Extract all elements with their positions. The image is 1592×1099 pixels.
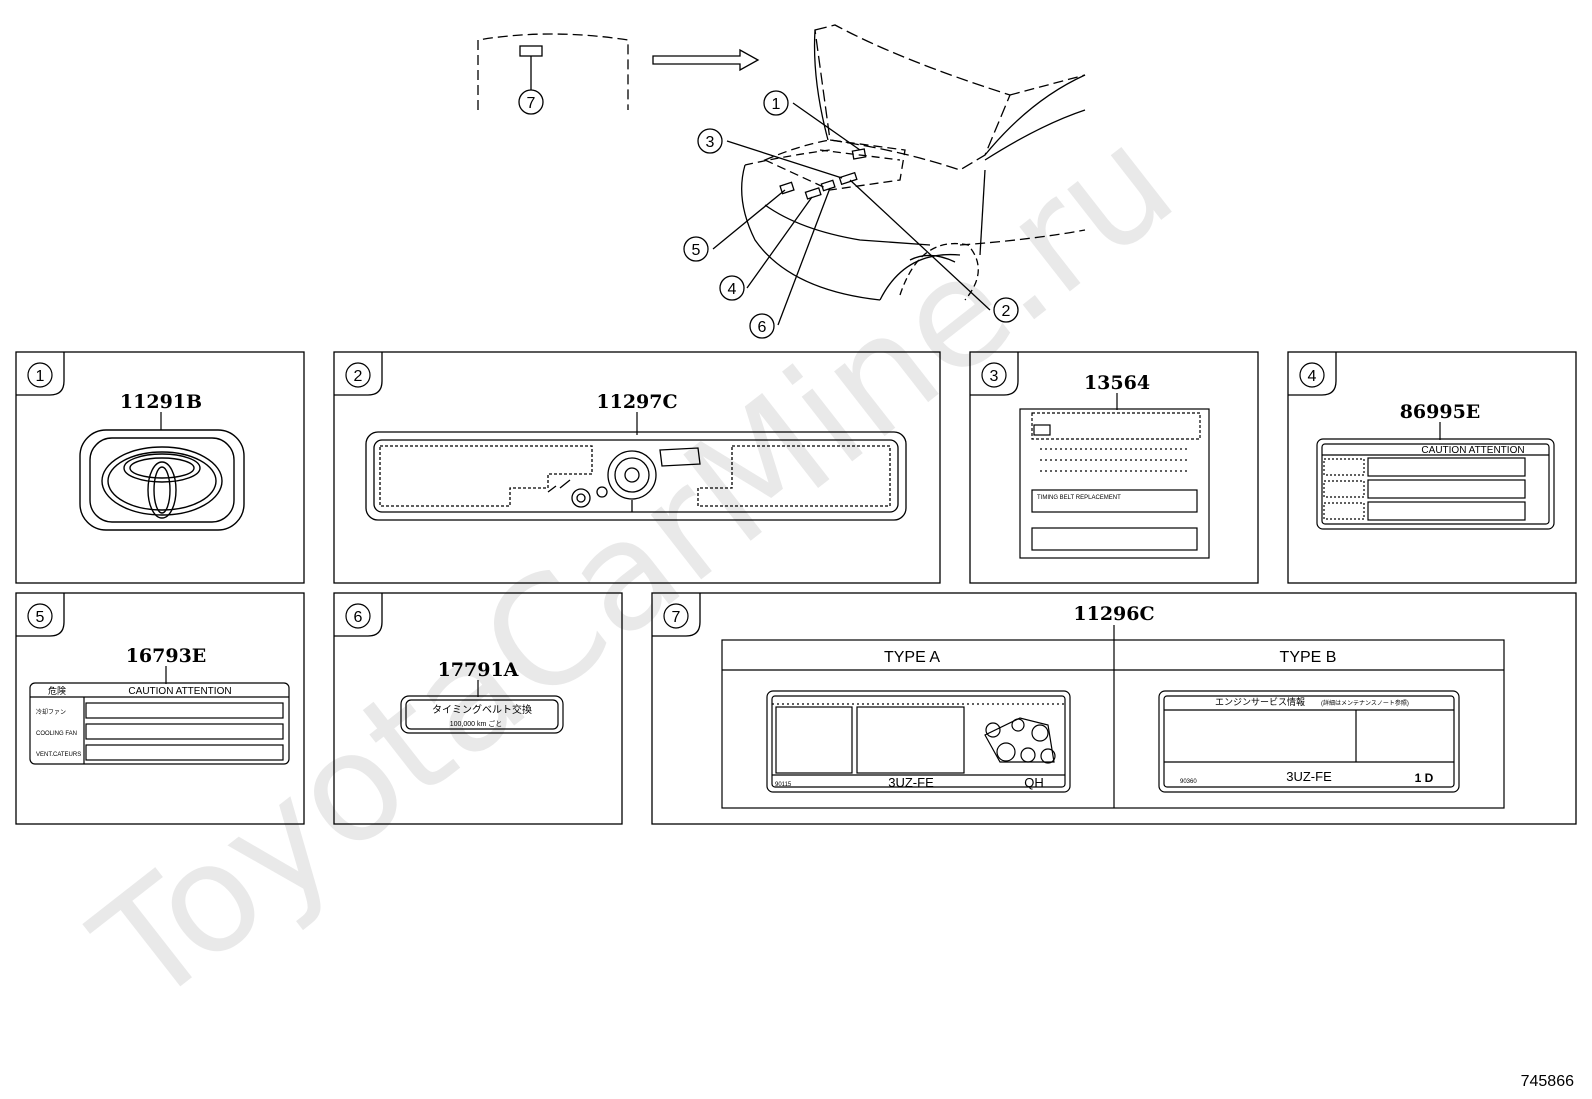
type-a-label — [766, 690, 1071, 793]
type-a-title: TYPE A — [884, 649, 940, 666]
panel-6: 6 17791A タイミングベルト交換 100,000 km ごと — [333, 592, 623, 825]
panel-2: 2 11297C — [333, 351, 941, 584]
panel-index: 3 — [990, 368, 999, 385]
callout-2: 2 — [993, 297, 1019, 323]
label-row: VENT.CATEURS — [36, 752, 81, 758]
label-line-2: 100,000 km ごと — [450, 719, 503, 728]
type-a-code: QH — [1024, 775, 1044, 790]
watermark: ToyotaCarMine.ru — [64, 94, 1205, 1038]
label-row: COOLING FAN — [36, 731, 77, 737]
part-number: 16793E — [126, 645, 207, 667]
caution-label — [1316, 438, 1555, 530]
label-title: 危険 — [48, 685, 66, 696]
panel-3: 3 13564 TIMING BELT REPLACEMENT — [969, 351, 1259, 584]
panel-index: 5 — [36, 609, 45, 626]
type-b-header-note: (詳細はメンテナンスノート参照) — [1321, 699, 1409, 707]
maintenance-label — [1019, 408, 1210, 559]
panel-index: 1 — [36, 368, 45, 385]
callout-5: 5 — [683, 236, 709, 262]
label-text: CAUTION ATTENTION — [1421, 445, 1524, 456]
type-b-label — [1158, 690, 1460, 793]
label-text: 5 — [692, 242, 701, 259]
type-b-engine: 3UZ-FE — [1286, 769, 1332, 784]
fan-caution-label — [29, 682, 290, 765]
panel-index: 7 — [672, 609, 681, 626]
type-b-code: 1 D — [1415, 771, 1434, 785]
type-b-title: TYPE B — [1280, 649, 1337, 666]
panel-5: 5 16793E 危険 CAUTION ATTENTION 冷却ファン COOL… — [15, 592, 305, 825]
part-number: 86995E — [1400, 401, 1481, 423]
label-line-1: タイミングベルト交換 — [432, 703, 532, 716]
callout-4: 4 — [719, 275, 745, 301]
part-number: 13564 — [1084, 372, 1150, 394]
type-b-header: エンジンサービス情報 — [1215, 696, 1305, 707]
panel-4: 4 86995E CAUTION ATTENTION — [1287, 351, 1577, 584]
callout-6: 6 — [749, 313, 775, 339]
timing-belt-label — [365, 431, 907, 521]
type-a-engine: 3UZ-FE — [888, 775, 934, 790]
panel-index: 4 — [1308, 368, 1317, 385]
vehicle-overview — [477, 24, 1086, 326]
panel-index: 6 — [354, 609, 363, 626]
label-text: 2 — [1002, 303, 1011, 320]
part-number: 17791A — [438, 659, 519, 681]
part-number: 11297C — [596, 391, 677, 413]
label-text: TIMING BELT REPLACEMENT — [1037, 495, 1121, 501]
toyota-emblem — [79, 429, 245, 531]
reference-number: 745866 — [1520, 1073, 1574, 1090]
label-text: 4 — [728, 281, 737, 298]
label-text: 7 — [527, 95, 536, 112]
part-number: 11291B — [120, 391, 202, 413]
panel-7: 7 11296C TYPE A TYPE B 90115 3UZ-FE — [651, 592, 1577, 825]
timing-belt-replacement-label — [400, 695, 564, 734]
overview-callouts: 7 1 3 5 4 6 2 — [518, 89, 1019, 339]
label-text: 6 — [758, 319, 767, 336]
type-a-left-code: 90115 — [775, 782, 792, 788]
callout-3: 3 — [697, 128, 723, 154]
type-table — [721, 625, 1505, 809]
label-text: 3 — [706, 134, 715, 151]
callout-1: 1 — [763, 90, 789, 116]
label-text: CAUTION ATTENTION — [128, 686, 231, 697]
panel-1: 1 11291B — [15, 351, 305, 584]
part-number: 11296C — [1073, 603, 1154, 625]
label-row: 冷却ファン — [36, 708, 66, 716]
panel-index: 2 — [354, 368, 363, 385]
label-text: 1 — [772, 96, 781, 113]
type-b-left-code: 90360 — [1180, 779, 1197, 785]
callout-7: 7 — [518, 89, 544, 115]
